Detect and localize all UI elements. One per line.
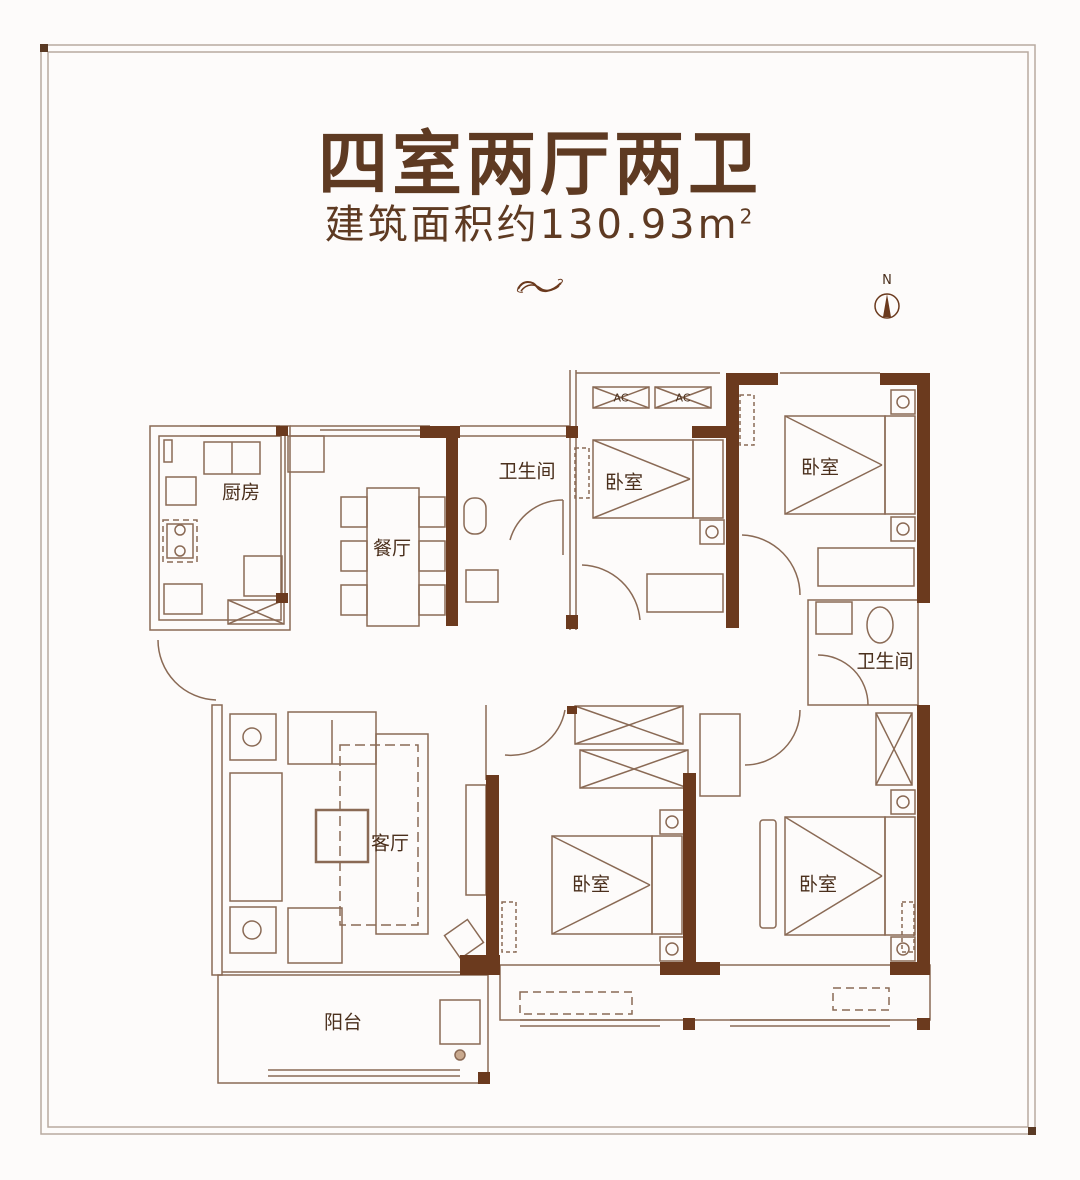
room-label-dining: 餐厅 — [372, 537, 412, 560]
room-label-bedroom-4: 卧室 — [798, 873, 838, 896]
plan-title: 四室两厅两卫 — [318, 123, 762, 205]
north-compass: N — [872, 270, 902, 330]
room-label-living: 客厅 — [370, 832, 410, 855]
area-text: 建筑面积约130.93m2 — [0, 192, 1080, 250]
area-unit: m — [697, 202, 740, 248]
room-label-bathroom-1: 卫生间 — [498, 460, 556, 483]
ornament-flourish-icon — [516, 278, 563, 293]
room-label-bedroom-3: 卧室 — [571, 873, 611, 896]
room-label-bedroom-1: 卧室 — [604, 471, 644, 494]
area-value: 130.93 — [539, 202, 698, 248]
area-prefix: 建筑面积约 — [324, 202, 540, 248]
outer-frame — [40, 44, 1036, 1135]
area-unit-sup: 2 — [739, 204, 756, 229]
room-label-kitchen: 厨房 — [221, 481, 261, 504]
room-label-bedroom-2: 卧室 — [800, 456, 840, 479]
room-label-bathroom-2: 卫生间 — [856, 650, 914, 673]
ac-label-1: AC — [613, 391, 629, 405]
svg-text:N: N — [882, 273, 892, 288]
ac-label-2: AC — [675, 391, 691, 405]
room-label-balcony: 阳台 — [323, 1011, 363, 1034]
compass-icon: N — [874, 273, 900, 319]
